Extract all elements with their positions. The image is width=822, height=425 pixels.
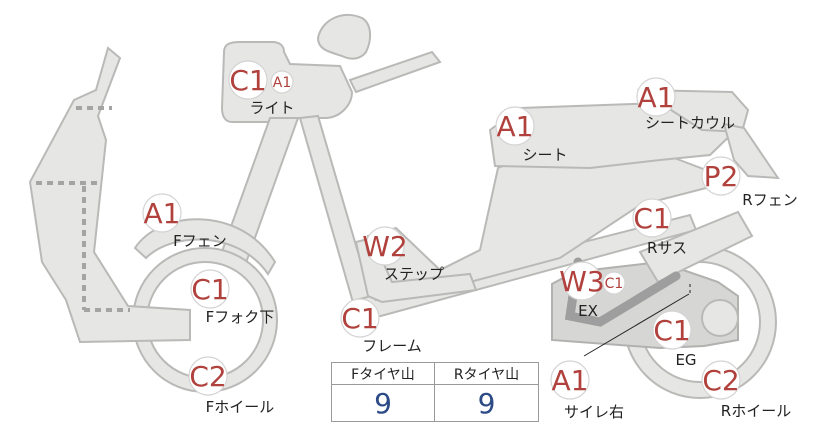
callout-badge-circle <box>652 310 692 350</box>
callout-code: A1 <box>144 197 181 230</box>
front-cowl-shape <box>28 46 191 344</box>
rear-suspension-shape <box>638 210 754 284</box>
callout-badge-circle <box>190 269 230 309</box>
callout-label: Fホイール <box>206 398 275 416</box>
callout-sub-code: A1 <box>273 75 291 91</box>
callout-badge-circle <box>365 226 405 266</box>
callout-label: ライト <box>249 99 294 117</box>
callout-silencer-right: A1 サイレ右 <box>550 360 624 421</box>
rear-hub-shape <box>701 299 739 337</box>
callout-badge-circle <box>188 356 228 396</box>
callout-code: C1 <box>653 314 690 347</box>
callout-label: シート <box>522 146 567 164</box>
callout-label: Rフェン <box>742 191 797 209</box>
callout-sub-badge-circle <box>602 271 626 295</box>
tire-tread-table: Fタイヤ山 Rタイヤ山 9 9 <box>331 362 539 422</box>
callout-label: EX <box>578 302 598 320</box>
front-tire-tread-value: 9 <box>332 385 435 421</box>
rear-tire-tread-value: 9 <box>477 386 496 420</box>
callout-code: W2 <box>362 230 408 263</box>
callout-frame: C1 フレーム <box>340 298 422 355</box>
callout-label: Fフォク下 <box>206 308 275 326</box>
callout-code: A1 <box>497 110 534 143</box>
silencer-leader-line <box>583 293 690 357</box>
callout-label: シートカウル <box>645 114 735 132</box>
seat-shape <box>488 100 742 170</box>
callout-label: EG <box>675 351 696 369</box>
callout-label: Rサス <box>647 239 687 257</box>
callout-code: A1 <box>638 81 675 114</box>
callout-code: C1 <box>633 202 670 235</box>
callout-code: C1 <box>229 64 266 97</box>
callout-code: C1 <box>341 302 378 335</box>
callout-label: フレーム <box>362 337 422 355</box>
callout-badge-circle <box>495 106 535 146</box>
front-tire-tread-header: Fタイヤ山 <box>332 363 435 385</box>
callout-badge-circle <box>142 193 182 233</box>
callout-badge-circle <box>701 360 741 400</box>
callout-seat: A1 シート <box>495 106 568 164</box>
callout-badge-circle <box>562 261 602 301</box>
callout-step: W2 ステップ <box>362 226 444 283</box>
frame-downtube-shape <box>298 114 374 308</box>
callout-sub-code: C1 <box>605 276 624 292</box>
callout-label: ステップ <box>384 265 444 283</box>
callout-light: C1 A1 ライト <box>228 60 295 117</box>
callout-label: Rホイール <box>721 402 791 420</box>
callout-code: W3 <box>559 265 605 298</box>
callout-badge-circle <box>228 60 268 100</box>
rear-fender-shape <box>722 122 780 180</box>
callout-badge-circle <box>550 360 590 400</box>
callout-badge-circle <box>632 198 672 238</box>
rear-tire-tread-header: Rタイヤ山 <box>435 363 538 385</box>
callout-code: C1 <box>191 273 228 306</box>
callout-code: C2 <box>189 360 226 393</box>
callout-label: Fフェン <box>173 232 227 250</box>
callout-badge-circle <box>636 77 676 117</box>
callout-code: A1 <box>552 364 589 397</box>
callout-badge-circle <box>701 156 741 196</box>
callout-badge-circle <box>340 298 380 338</box>
mirror-shape <box>316 13 372 60</box>
callout-code: P2 <box>704 160 739 193</box>
handlebar-shape <box>348 50 442 94</box>
callout-label: サイレ右 <box>564 403 624 421</box>
callout-code: C2 <box>702 364 739 397</box>
callout-sub-badge-circle <box>270 70 294 94</box>
